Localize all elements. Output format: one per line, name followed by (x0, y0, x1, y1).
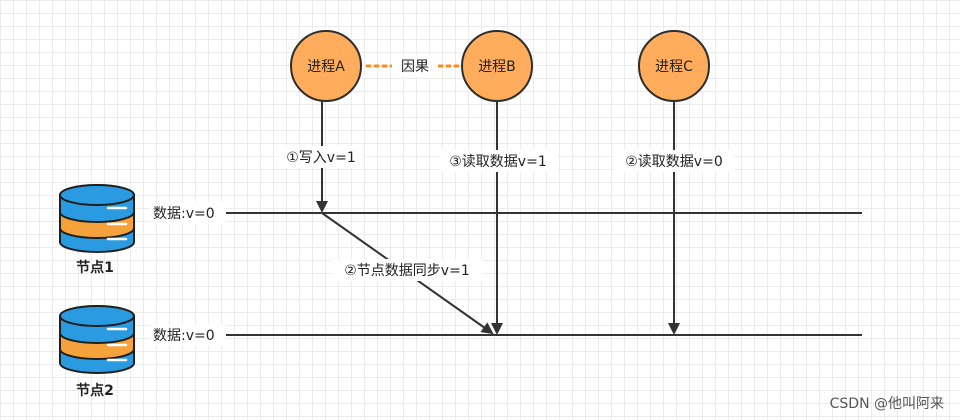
sync-label: ②节点数据同步v=1 (344, 263, 469, 279)
read-c-label: ②读取数据v=0 (625, 153, 722, 170)
process-c[interactable]: 进程C (638, 30, 710, 102)
node2-label: 节点2 (76, 382, 114, 399)
process-c-label: 进程C (655, 59, 693, 75)
process-a[interactable]: 进程A (290, 30, 362, 102)
write-label: ①写入v=1 (286, 150, 355, 166)
node2-data-label: 数据:v=0 (153, 328, 215, 344)
watermark: CSDN @他叫阿来 (830, 396, 944, 412)
process-a-label: 进程A (307, 59, 345, 75)
causal-label: 因果 (401, 59, 429, 75)
node2-database-icon (59, 305, 135, 374)
node1-label: 节点1 (76, 259, 114, 276)
node1-database-icon (59, 184, 135, 253)
node1-data-label: 数据:v=0 (153, 206, 215, 222)
read-b-label: ③读取数据v=1 (449, 153, 546, 170)
process-b-label: 进程B (478, 59, 516, 75)
process-b[interactable]: 进程B (461, 30, 533, 102)
